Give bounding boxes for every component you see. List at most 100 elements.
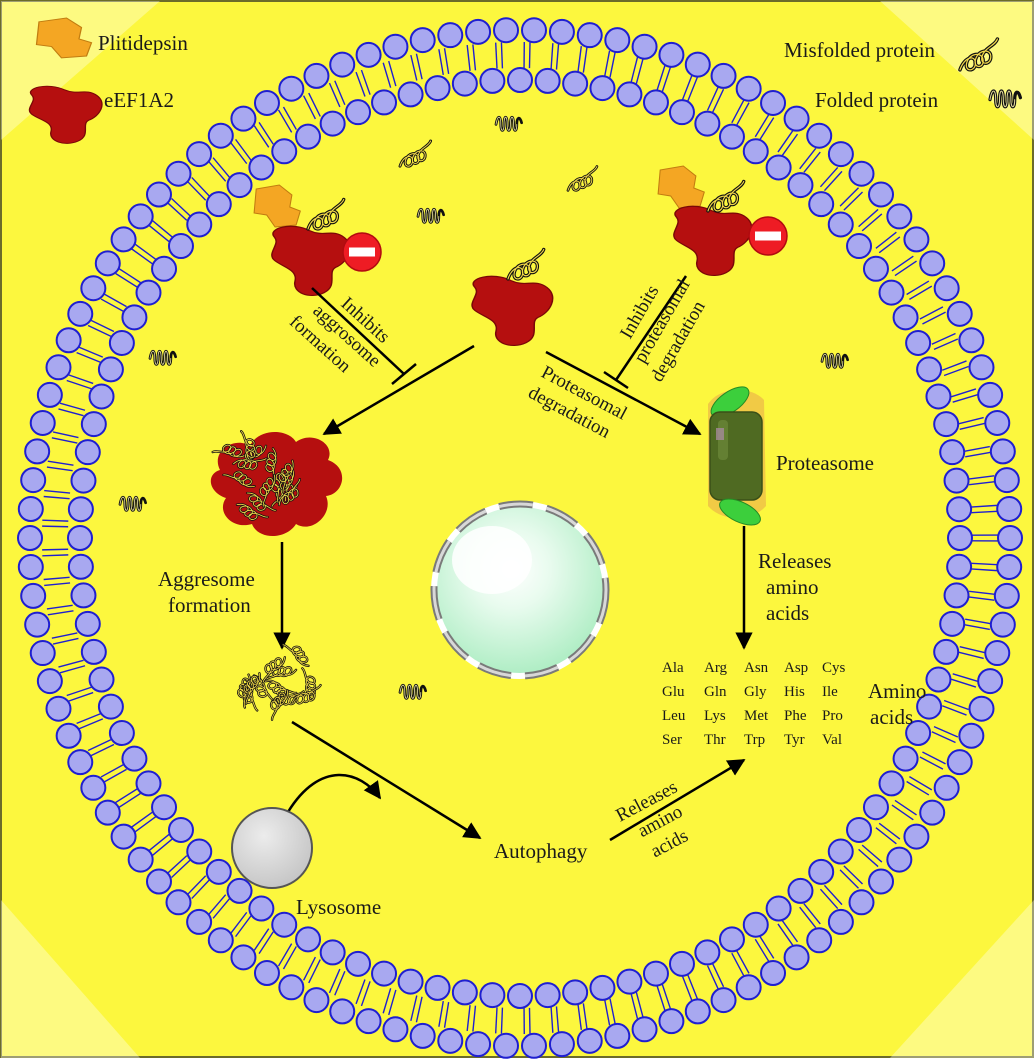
lipid-head [887, 848, 911, 872]
lipid-head [948, 750, 972, 774]
lipid-head [829, 212, 853, 236]
lipid-head [147, 869, 171, 893]
lipid-head [494, 1034, 518, 1058]
lipid-head [99, 357, 123, 381]
lipid-head [21, 468, 45, 492]
svg-text:formation: formation [168, 593, 251, 617]
lipid-head [920, 251, 944, 275]
lipid-head [231, 945, 255, 969]
legend-misfolded-label: Misfolded protein [784, 38, 936, 62]
lipid-head [550, 1032, 574, 1056]
lipid-head [767, 155, 791, 179]
lipid-head [249, 897, 273, 921]
lipid-head [255, 961, 279, 985]
lipid-head [187, 212, 211, 236]
lipid-head [997, 555, 1021, 579]
lipid-head [985, 641, 1009, 665]
lipid-tail [42, 555, 68, 556]
lipid-head [46, 355, 70, 379]
legend-folded-label: Folded protein [815, 88, 939, 112]
lipid-head [122, 747, 146, 771]
lipid-head [948, 302, 972, 326]
lipid-head [279, 975, 303, 999]
lipid-head [399, 82, 423, 106]
lipid-head [970, 697, 994, 721]
lipid-head [935, 776, 959, 800]
lipid-head [991, 439, 1015, 463]
lipid-head [228, 879, 252, 903]
lipid-head [737, 77, 761, 101]
lipid-head [81, 776, 105, 800]
lipid-head [590, 76, 614, 100]
lipid-head [90, 668, 114, 692]
lipid-head [744, 139, 768, 163]
lipid-head [304, 988, 328, 1012]
lipid-head [550, 20, 574, 44]
lipid-head [372, 962, 396, 986]
lipid-head [935, 276, 959, 300]
lipid-head [887, 204, 911, 228]
lipid-head [522, 18, 546, 42]
lipid-head [767, 897, 791, 921]
svg-text:acids: acids [870, 705, 913, 729]
lipid-head [978, 383, 1002, 407]
lipid-head [508, 68, 532, 92]
lipid-head [187, 142, 211, 166]
lipid-head [605, 28, 629, 52]
lipid-head [209, 928, 233, 952]
lipid-head [321, 940, 345, 964]
lipid-head [644, 962, 668, 986]
amino-acid-cell: Asp [784, 660, 808, 676]
lipid-head [346, 100, 370, 124]
lipid-head [110, 721, 134, 745]
lipid-head [864, 257, 888, 281]
lipid-head [231, 107, 255, 131]
lipid-head [880, 281, 904, 305]
lipid-head [563, 72, 587, 96]
lipid-head [788, 173, 812, 197]
lipid-head [945, 469, 969, 493]
lipid-head [869, 869, 893, 893]
lipid-head [18, 526, 42, 550]
lipid-head [807, 928, 831, 952]
lipid-head [578, 23, 602, 47]
amino-acid-cell: Gln [704, 684, 727, 700]
lipid-head [411, 1024, 435, 1048]
lipid-tail [529, 1008, 530, 1034]
lipid-head [207, 192, 231, 216]
lipid-head [453, 72, 477, 96]
lipid-head [480, 69, 504, 93]
lipid-tail [42, 526, 68, 527]
lipid-head [19, 497, 43, 521]
lipid-head [686, 999, 710, 1023]
lipid-head [296, 125, 320, 149]
lipid-head [617, 82, 641, 106]
lipid-head [995, 468, 1019, 492]
lipid-head [21, 584, 45, 608]
lipid-head [659, 43, 683, 67]
lipid-head [670, 100, 694, 124]
lipid-head [737, 975, 761, 999]
lipid-head [68, 750, 92, 774]
lipid-head [255, 91, 279, 115]
lipid-head [744, 913, 768, 937]
lipid-head [57, 328, 81, 352]
lipid-head [761, 961, 785, 985]
lipid-head [228, 173, 252, 197]
lipid-head [169, 818, 193, 842]
lipid-head [788, 879, 812, 903]
lipid-head [167, 890, 191, 914]
lipid-head [985, 411, 1009, 435]
amino-acid-cell: Ala [662, 660, 684, 676]
lipid-head [330, 53, 354, 77]
lipid-head [940, 612, 964, 636]
lipid-head [383, 35, 407, 59]
lipid-head [81, 276, 105, 300]
lipid-head [122, 305, 146, 329]
lipid-head [997, 497, 1021, 521]
svg-text:Amino: Amino [868, 679, 926, 703]
lipid-head [71, 583, 95, 607]
lipid-head [129, 204, 153, 228]
lipid-head [970, 355, 994, 379]
